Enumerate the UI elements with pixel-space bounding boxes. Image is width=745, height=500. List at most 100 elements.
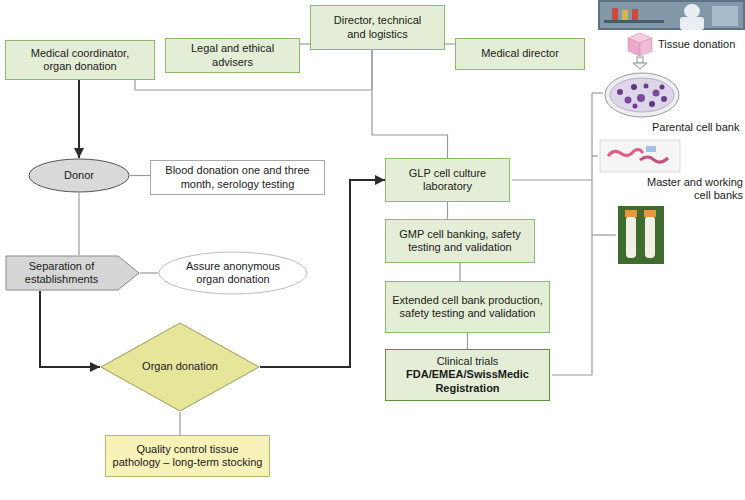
- photo-background: [600, 2, 743, 28]
- process-box: Quality control tissue pathology – long-…: [105, 435, 270, 477]
- text-group: Blood donation one and three month, sero…: [156, 164, 319, 190]
- connector: [300, 43, 310, 44]
- note-ellipse: Assure anonymous organ donation: [158, 251, 308, 295]
- bracket-tick: [592, 92, 603, 93]
- cell-colony: [653, 90, 660, 97]
- photo-person-head: [684, 4, 700, 18]
- ellipse-outline: [29, 159, 129, 192]
- step-arrow-shape: Separation of establishments: [5, 255, 140, 291]
- cell-colony: [649, 101, 655, 107]
- connector: [78, 80, 80, 158]
- bag-content: [640, 157, 668, 162]
- bracket-line: [552, 374, 592, 375]
- node-text: Clinical trials: [391, 355, 545, 368]
- diamond-outline: [101, 323, 259, 411]
- connector: [467, 333, 468, 349]
- text-group: Organ donation: [142, 360, 218, 373]
- text-group: GMP cell banking, safety testing and val…: [391, 228, 529, 254]
- node-text: Blood donation one and three month, sero…: [156, 164, 319, 190]
- node-text: Assure anonymous organ donation: [183, 260, 283, 286]
- node-text: Legal and ethical advisers: [171, 42, 294, 68]
- bag-label: [646, 146, 656, 152]
- process-box: GLP cell culture laboratory: [385, 158, 510, 202]
- connector: [447, 202, 448, 219]
- text-group: Clinical trialsFDA/EMEA/SwissMedic Regis…: [391, 355, 545, 395]
- node-text: Medical coordinator, organ donation: [24, 47, 136, 73]
- process-box: Legal and ethical advisers: [165, 38, 300, 73]
- node-text: Donor: [64, 169, 94, 182]
- image-caption: Master and working cell banks: [643, 176, 743, 202]
- tubes-photo: [618, 206, 664, 264]
- photo-bottle: [612, 8, 618, 20]
- cell-colony: [617, 89, 623, 95]
- bracket-tick: [592, 234, 616, 235]
- photo-bottle: [622, 10, 628, 20]
- petri-dish: [605, 73, 679, 117]
- text-group: Medical coordinator, organ donation: [24, 47, 136, 73]
- arrow-shaft: [637, 57, 643, 63]
- text-group: Separation of establishments: [14, 260, 109, 286]
- tube-cap: [625, 210, 637, 217]
- tube-cap: [644, 210, 656, 217]
- connector: [140, 272, 158, 273]
- text-group: Extended cell bank production, safety te…: [391, 294, 545, 320]
- start-ellipse: Donor: [28, 158, 130, 193]
- cube-left: [628, 38, 640, 56]
- photo-bottle: [632, 9, 638, 20]
- pentagon-outline: [6, 256, 139, 290]
- photo-frame: [598, 0, 745, 30]
- bracket-line: [512, 179, 592, 180]
- bag-content: [608, 149, 643, 156]
- arrow-head: [633, 63, 647, 69]
- text-group: Quality control tissue pathology – long-…: [112, 443, 264, 469]
- cell-bank-bags: [600, 140, 680, 172]
- bags-photo: [600, 140, 680, 172]
- down-arrow: [633, 57, 647, 69]
- text-group: Medical director: [481, 47, 559, 60]
- connector: [78, 193, 79, 255]
- node-text: Organ donation: [142, 360, 218, 373]
- bracket-line: [591, 93, 592, 375]
- text-group: Legal and ethical advisers: [171, 42, 294, 68]
- cell-colony: [633, 104, 638, 109]
- node-text: GLP cell culture laboratory: [393, 167, 503, 193]
- photo-shelf: [604, 20, 664, 23]
- node-text: Director, technical and logistics: [328, 14, 428, 40]
- connector: [40, 291, 100, 367]
- cube-right: [640, 38, 652, 56]
- text-group: Director, technical and logistics: [328, 14, 428, 40]
- lab-photo: [598, 0, 745, 30]
- process-box: Clinical trialsFDA/EMEA/SwissMedic Regis…: [385, 349, 550, 401]
- ellipse-outline: [159, 252, 307, 294]
- cell-colony: [631, 84, 637, 90]
- node-text: Extended cell bank production, safety te…: [391, 294, 545, 320]
- text-group: Assure anonymous organ donation: [183, 260, 283, 286]
- cell-colony: [625, 97, 632, 104]
- process-box: Medical director: [455, 38, 585, 70]
- node-text: Separation of establishments: [14, 260, 109, 286]
- dish-rim: [605, 73, 679, 117]
- connector: [130, 175, 150, 176]
- photo-hood: [712, 6, 738, 26]
- process-box: GMP cell banking, safety testing and val…: [385, 219, 535, 263]
- cell-colony: [660, 85, 665, 90]
- cell-colony: [637, 94, 645, 102]
- dish-medium: [610, 78, 674, 112]
- decision-diamond: Organ donation: [100, 322, 260, 412]
- cryo-tubes: [618, 206, 664, 264]
- image-caption: Tissue donation: [658, 38, 743, 51]
- cell-colony: [661, 96, 667, 102]
- photo-person-body: [680, 17, 704, 30]
- node-text: GMP cell banking, safety testing and val…: [391, 228, 529, 254]
- process-box: Director, technical and logistics: [310, 5, 445, 50]
- node-text: Quality control tissue pathology – long-…: [112, 443, 264, 469]
- text-group: Donor: [64, 169, 94, 182]
- connector: [179, 412, 180, 435]
- text-group: GLP cell culture laboratory: [393, 167, 503, 193]
- image-caption: Parental cell bank: [652, 121, 743, 134]
- connector: [459, 263, 460, 281]
- tube: [645, 216, 655, 258]
- connector: [372, 50, 448, 158]
- connector: [445, 43, 455, 44]
